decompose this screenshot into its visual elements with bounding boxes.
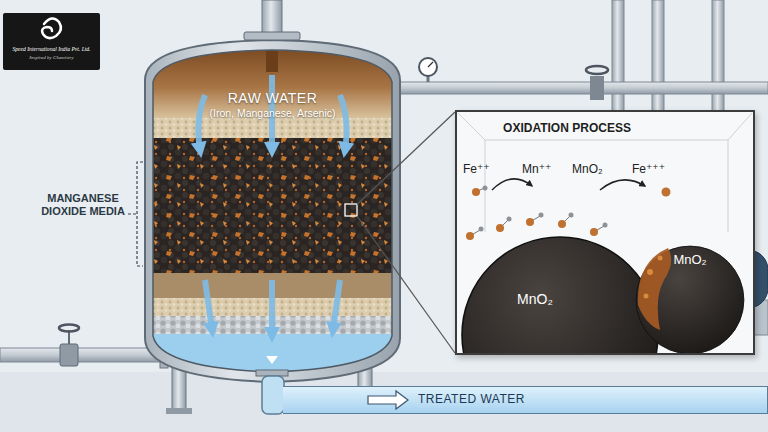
ion-ligand	[603, 223, 608, 228]
tank-shell	[145, 40, 400, 382]
ion-ligand	[507, 217, 512, 222]
filter-tank: RAW WATER(Iron, Manganese, Arsenic)	[145, 38, 400, 382]
contaminant-list: (Iron, Manganese, Arsenic)	[145, 107, 400, 119]
outlet-pipe: TREATED WATER	[283, 386, 768, 414]
zoom-connector	[400, 112, 455, 164]
service-pipe	[395, 82, 768, 94]
outlet-arrow	[266, 356, 278, 364]
ion-formula: Fe⁺⁺⁺	[632, 163, 665, 177]
background-pipe	[652, 0, 664, 120]
flow-arrow	[333, 280, 340, 330]
valve-body	[590, 76, 604, 100]
media-bracket	[137, 162, 143, 266]
zoom-line	[357, 164, 400, 205]
detail-inset: OXIDATION PROCESS MnO₂ MnO₂	[455, 110, 755, 355]
ion-formula: Fe⁺⁺	[463, 163, 490, 177]
granule-body	[636, 246, 744, 354]
company-name: Speed International India Pvt. Ltd.	[3, 46, 100, 52]
granule-shape	[460, 235, 660, 355]
flow-arrow	[340, 95, 347, 150]
ion-ligand	[483, 186, 488, 191]
floor	[0, 372, 768, 432]
valve-body	[60, 344, 78, 366]
ion-formula: MnO₂	[572, 163, 603, 177]
inlet-pipe	[262, 0, 282, 36]
manganese-dioxide-media	[150, 138, 396, 273]
iron-ion	[526, 218, 534, 226]
reaction-arrow	[492, 179, 532, 190]
valve-handwheel	[59, 325, 79, 332]
filtered-water	[150, 334, 396, 374]
logo-icon	[42, 18, 61, 38]
inlet-pipe	[0, 348, 170, 362]
iron-ion	[496, 224, 504, 232]
outlet-flange	[256, 370, 288, 376]
iron-flake	[658, 256, 663, 261]
raw-water-stream	[266, 48, 278, 72]
valve-handwheel	[586, 66, 608, 74]
iron-ion	[558, 220, 566, 228]
ion-ligand	[479, 227, 484, 232]
ion-ligand	[569, 213, 574, 218]
reaction-arrow	[600, 180, 645, 190]
flow-direction-arrow	[368, 391, 408, 409]
tank-foot	[166, 408, 192, 414]
ion-formula: Mn⁺⁺	[522, 163, 551, 177]
granule-body	[462, 237, 658, 355]
iron-ion	[590, 228, 598, 236]
media-label: MANGANESE DIOXIDE MEDIA	[38, 192, 128, 217]
leader-line	[128, 213, 137, 214]
top-flange	[244, 32, 300, 40]
iron-flakes	[150, 138, 396, 273]
iron-ion	[662, 188, 671, 197]
iron-oxide-coating	[638, 248, 671, 330]
outlet-elbow	[262, 376, 284, 414]
media-granule: MnO₂	[460, 235, 660, 355]
zoom-line	[357, 216, 455, 353]
company-logo: Speed International India Pvt. Ltd. Inspi…	[3, 13, 100, 70]
granule-label: MnO₂	[505, 291, 565, 307]
company-tagline: Inspired by Chemistry	[3, 55, 100, 61]
stream-label: TREATED WATER	[418, 393, 525, 407]
zoom-square	[345, 204, 357, 216]
iron-flake	[647, 269, 653, 275]
iron-flake	[644, 294, 649, 299]
flow-arrow	[205, 280, 212, 330]
stream-label: RAW WATER	[145, 90, 400, 106]
gauge-needle	[428, 62, 433, 67]
flow-arrow	[198, 95, 205, 150]
inset-perspective	[458, 113, 752, 232]
iron-ion	[472, 188, 480, 196]
flow-arrow	[269, 280, 275, 335]
inset-title: OXIDATION PROCESS	[477, 122, 657, 136]
iron-ion	[466, 232, 474, 240]
ion-ligand	[539, 213, 544, 218]
pressure-gauge	[419, 58, 437, 76]
